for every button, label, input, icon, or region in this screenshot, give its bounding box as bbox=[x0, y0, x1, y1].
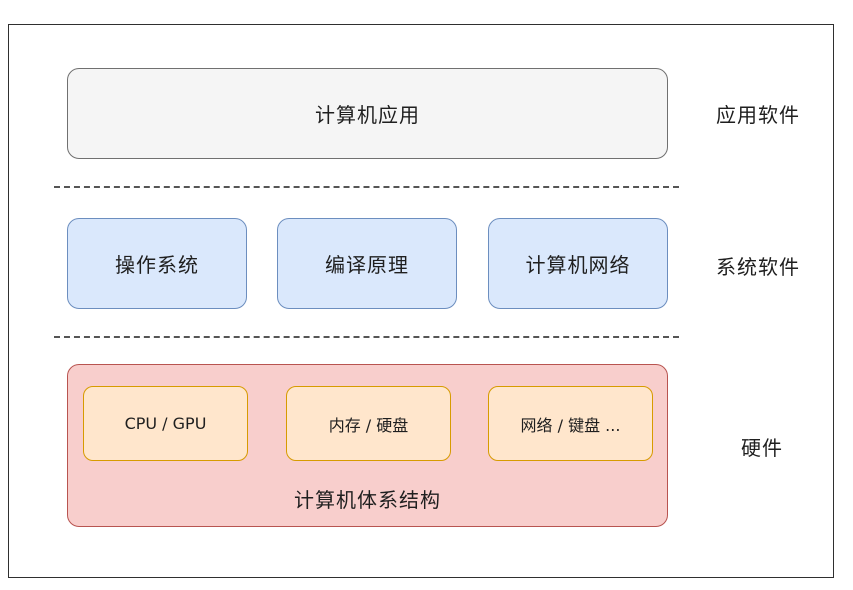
layer-divider-bottom bbox=[54, 336, 679, 338]
system-layer-label: 系统软件 bbox=[716, 255, 800, 279]
hardware-component-memory-disk: 内存 / 硬盘 bbox=[286, 386, 451, 461]
application-box-label: 计算机应用 bbox=[315, 103, 420, 127]
hardware-component-cpu-gpu: CPU / GPU bbox=[83, 386, 248, 461]
system-box-os-label: 操作系统 bbox=[115, 253, 199, 277]
application-box: 计算机应用 bbox=[67, 68, 668, 159]
hardware-layer-label: 硬件 bbox=[741, 436, 783, 460]
system-box-os: 操作系统 bbox=[67, 218, 247, 309]
diagram-frame bbox=[8, 24, 834, 578]
hardware-component-cpu-gpu-label: CPU / GPU bbox=[124, 414, 207, 433]
hardware-component-memory-disk-label: 内存 / 硬盘 bbox=[328, 415, 409, 435]
system-box-compiler: 编译原理 bbox=[277, 218, 457, 309]
layer-divider-top bbox=[54, 186, 679, 188]
hardware-component-network-keyboard: 网络 / 键盘 ... bbox=[488, 386, 653, 461]
hardware-component-network-keyboard-label: 网络 / 键盘 ... bbox=[520, 415, 621, 435]
system-box-network: 计算机网络 bbox=[488, 218, 668, 309]
system-box-network-label: 计算机网络 bbox=[525, 253, 631, 277]
application-layer-label: 应用软件 bbox=[716, 103, 800, 127]
hardware-box-caption: 计算机体系结构 bbox=[294, 488, 441, 512]
system-box-compiler-label: 编译原理 bbox=[325, 253, 409, 277]
